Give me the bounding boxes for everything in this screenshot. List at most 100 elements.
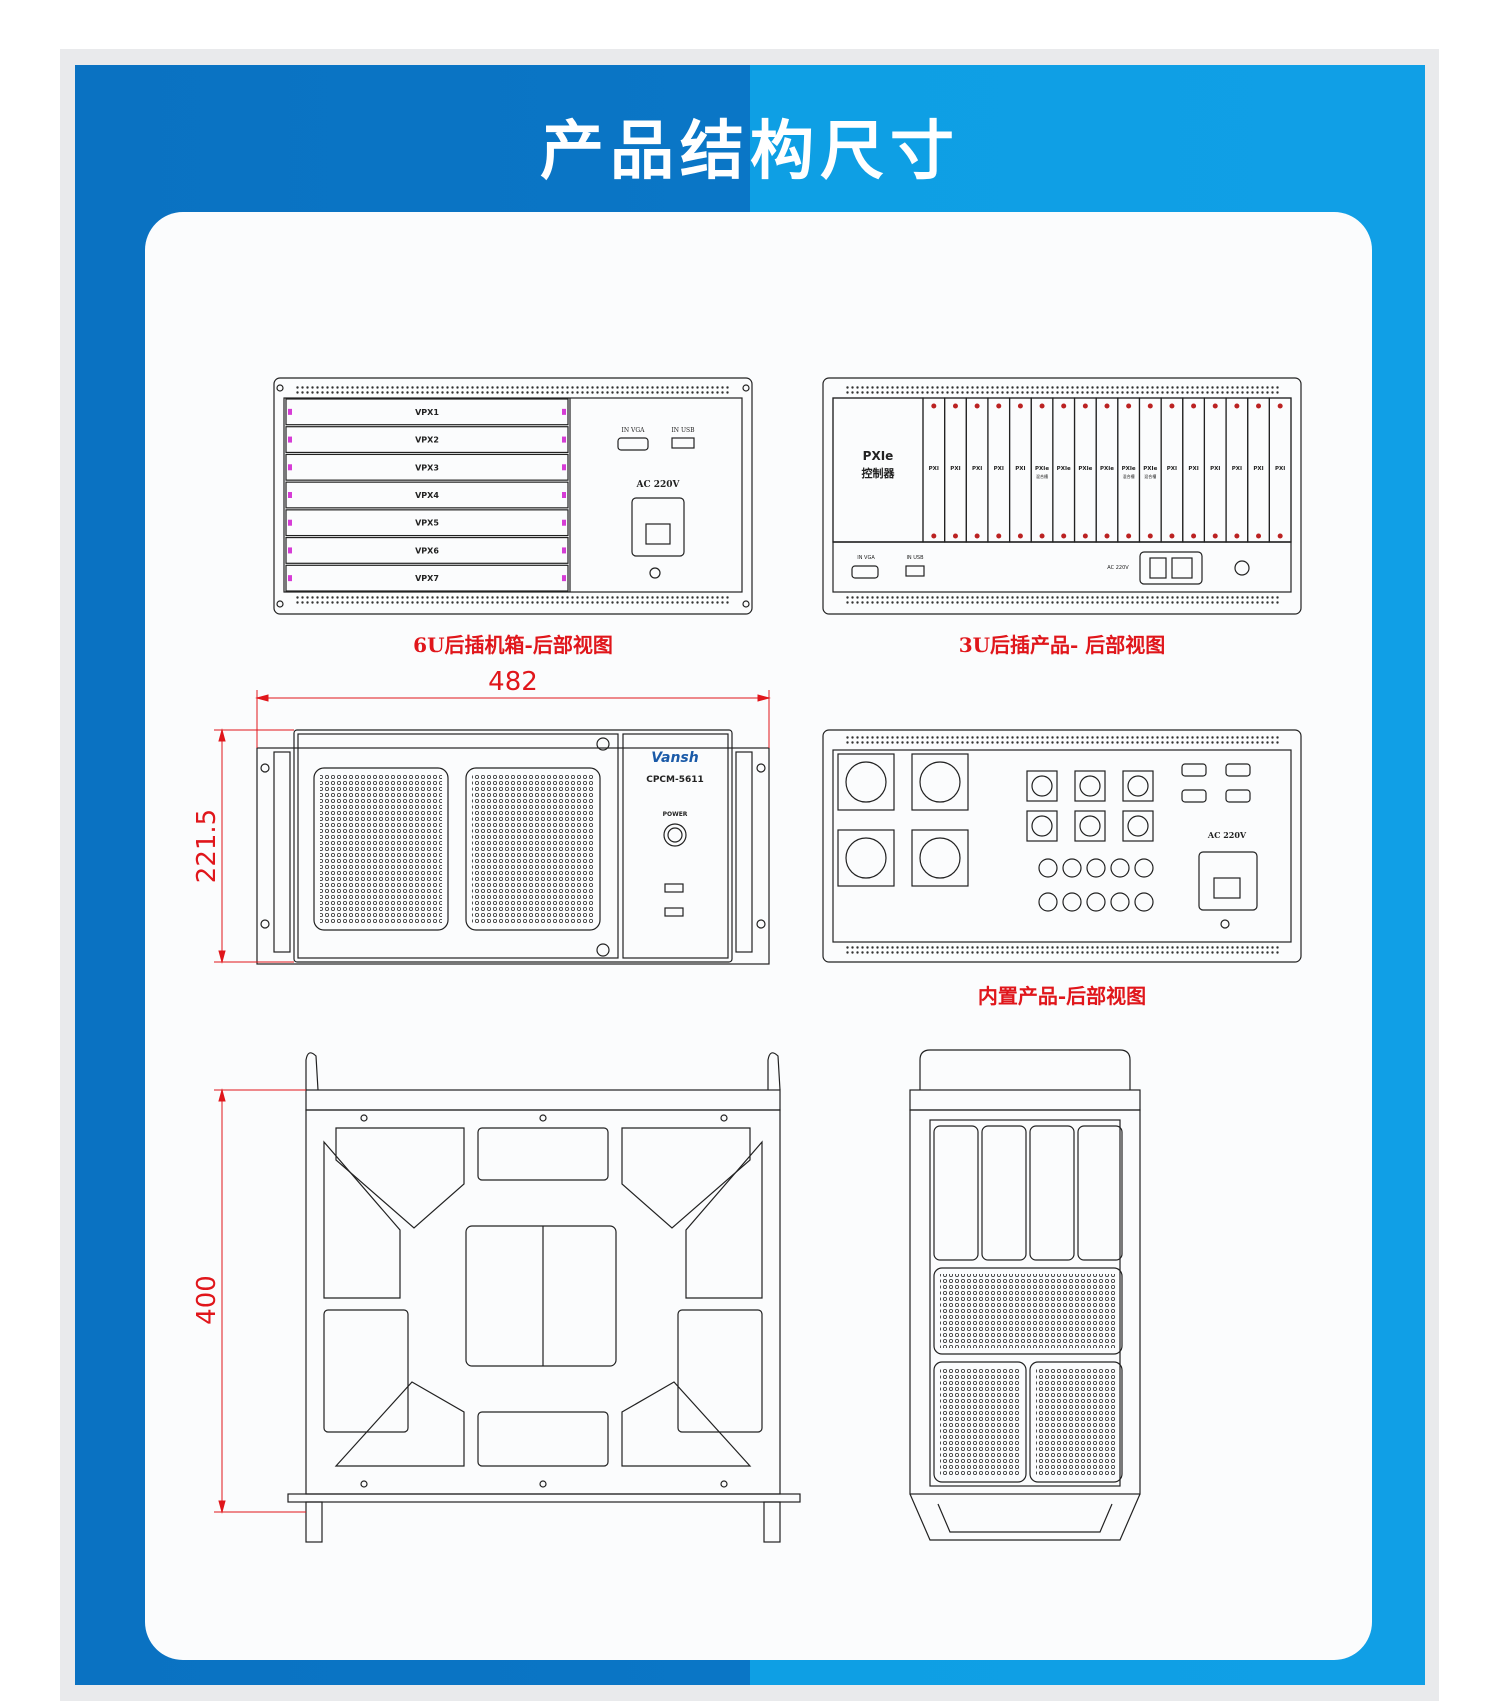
power-label: AC 220V (635, 480, 680, 490)
slot-latch (562, 464, 566, 471)
slot-screw (1061, 403, 1067, 409)
vpx-slot (285, 536, 569, 564)
pxi-slot-label: PXI (1232, 466, 1242, 472)
caption-6u: 6U后插机箱-后部视图 (413, 633, 613, 657)
small-connector (1074, 770, 1106, 802)
page-title: 产品结构尺寸 (540, 114, 960, 189)
pxi-slot-label: PXIe (1057, 466, 1071, 472)
vpx-slot (285, 426, 569, 454)
db9-port-icon (1181, 789, 1207, 803)
small-connector (1074, 810, 1106, 842)
view-top (287, 1052, 801, 1543)
pxi-slot-label: PXI (972, 466, 982, 472)
slot-latch (562, 408, 566, 415)
vpx-slot (285, 453, 569, 481)
usb-front-icon (664, 883, 684, 893)
slot-screw (1277, 403, 1283, 409)
slot-screw (1191, 533, 1197, 539)
small-connector (1026, 810, 1058, 842)
power-label-3u: AC 220V (1107, 565, 1129, 571)
slot-screw (1017, 403, 1023, 409)
circular-connector (911, 753, 969, 811)
slot-screw (1169, 533, 1175, 539)
pxi-slot-sublabel: 混合槽 (1144, 473, 1156, 479)
controller-label-1: PXIe (863, 449, 894, 463)
usb-label: IN USB (671, 427, 695, 434)
slot-screw (974, 533, 980, 539)
brand-logo: Vansh (651, 750, 698, 766)
power-inlet-icon (631, 497, 685, 557)
model-label: CPCM-5611 (646, 775, 704, 785)
slot-screw (952, 403, 958, 409)
ground-icon (1220, 919, 1230, 929)
usb-port-icon (671, 437, 695, 449)
slot-latch (288, 408, 292, 415)
slot-screw (931, 533, 937, 539)
slot-latch (288, 464, 292, 471)
slot-screw (1126, 533, 1132, 539)
vpx-slot-label: VPX7 (415, 574, 439, 583)
pxi-slot-label: PXIe (1122, 466, 1136, 472)
db9-port-icon (1225, 763, 1251, 777)
slot-screw (974, 403, 980, 409)
power-label-builtin: AC 220V (1207, 830, 1247, 840)
round-jack (1134, 892, 1154, 912)
pxi-slot-label: PXI (1210, 466, 1220, 472)
vga-label: IN VGA (622, 427, 646, 434)
slot-screw (1212, 533, 1218, 539)
pxi-slot-label: PXI (1253, 466, 1263, 472)
dimension-lines-front (214, 690, 771, 964)
slot-screw (1147, 533, 1153, 539)
slot-latch (288, 547, 292, 554)
pxi-slot-label: PXIe (1100, 466, 1114, 472)
vpx-slot (285, 509, 569, 537)
slot-screw (996, 403, 1002, 409)
round-jack (1086, 858, 1106, 878)
pxi-slot-label: PXI (1167, 466, 1177, 472)
slot-screw (1147, 403, 1153, 409)
vga-port-icon (617, 437, 649, 451)
slot-screw (1082, 403, 1088, 409)
slot-screw (1256, 403, 1262, 409)
content-panel (145, 212, 1372, 1660)
pxi-slot-label: PXI (1015, 466, 1025, 472)
connector-array (837, 753, 1251, 912)
round-jack (1110, 892, 1130, 912)
vpx-slot (285, 481, 569, 509)
slot-screw (1191, 403, 1197, 409)
vpx-slot-label: VPX6 (415, 546, 439, 555)
pxi-slot-label: PXI (950, 466, 960, 472)
round-jack (1110, 858, 1130, 878)
slot-screw (1104, 403, 1110, 409)
vpx-slot-label: VPX3 (415, 463, 439, 472)
slot-latch (562, 492, 566, 498)
power-inlet-icon (1139, 551, 1203, 585)
vpx-slot-label: VPX5 (415, 519, 439, 528)
circular-connector (911, 829, 969, 887)
slot-screw (996, 533, 1002, 539)
slot-latch (562, 436, 566, 443)
pxi-slot-label: PXI (929, 466, 939, 472)
round-jack (1134, 858, 1154, 878)
slot-latch (562, 519, 566, 526)
pxi-slot-sublabel: 混合槽 (1123, 473, 1135, 479)
round-jack (1062, 858, 1082, 878)
usb-front-icon (664, 907, 684, 917)
usb-port-icon (905, 565, 925, 577)
slot-screw (1234, 533, 1240, 539)
slot-screw (1017, 533, 1023, 539)
pxi-slot-label: PXIe (1078, 466, 1092, 472)
slot-screw (1039, 403, 1045, 409)
caption-3u: 3U后插产品- 后部视图 (959, 633, 1166, 657)
vpx-slot (285, 398, 569, 426)
slot-screw (1082, 533, 1088, 539)
dimension-lines-top (214, 1088, 306, 1514)
power-inlet-icon (1198, 851, 1258, 911)
pxi-slot-label: PXI (1188, 466, 1198, 472)
slot-latch (562, 575, 566, 582)
